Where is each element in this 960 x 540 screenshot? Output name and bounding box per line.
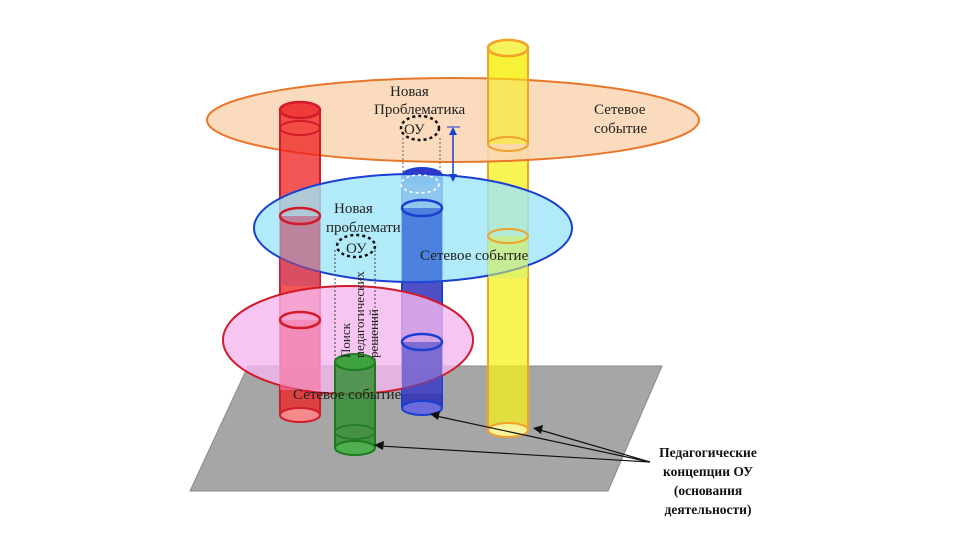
search-label-1: Поиск — [338, 322, 353, 358]
top-new-problem-label-1: Новая — [390, 84, 429, 100]
top-new-problem-label-2: Проблематика — [374, 102, 466, 118]
concepts-label-4: деятельности) — [665, 502, 752, 517]
mid-new-problem-label-2: проблемати — [326, 220, 401, 236]
yellow-cylinder-upper — [488, 40, 528, 151]
concepts-label-1: Педагогические — [659, 445, 757, 460]
pedagogical-concepts-label: Педагогические концепции ОУ (основания д… — [659, 445, 757, 517]
green-cylinder — [335, 354, 375, 455]
mid-new-problem-label-1: Новая — [334, 201, 373, 217]
top-network-event-label-2: событие — [594, 121, 647, 137]
mid-ou-label: ОУ — [346, 241, 367, 257]
mid-network-event-label: Сетевое событие — [420, 248, 529, 264]
top-ou-label: ОУ — [404, 122, 425, 138]
search-label-3: решений — [366, 309, 381, 358]
concepts-label-3: (основания — [674, 483, 742, 498]
search-label-2: педагогических — [352, 271, 367, 358]
top-network-event-label-1: Сетевое — [594, 102, 646, 118]
concepts-label-2: концепции ОУ — [663, 464, 753, 479]
bottom-network-event-label: Сетевое событие — [293, 387, 402, 403]
